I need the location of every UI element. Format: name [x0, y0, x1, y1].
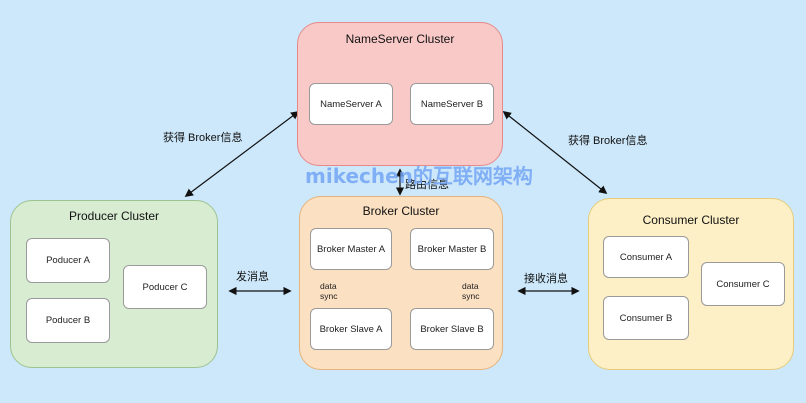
- watermark: mikechen的互联网架构: [305, 164, 533, 188]
- edge-label-get-broker-right: 获得 Broker信息: [568, 135, 648, 147]
- broker-cluster-title: Broker Cluster: [362, 204, 440, 218]
- edge-label-recv-msg: 接收消息: [524, 273, 568, 285]
- nameserver-cluster-title: NameServer Cluster: [345, 32, 455, 46]
- producer-a[interactable]: Poducer A: [26, 238, 110, 283]
- producer-b[interactable]: Poducer B: [26, 298, 110, 343]
- nameserver-cluster: NameServer Cluster NameServer A NameServ…: [297, 22, 503, 166]
- sync-label-b-line1: data: [462, 281, 479, 291]
- consumer-cluster-title: Consumer Cluster: [642, 213, 740, 227]
- consumer-cluster: Consumer Cluster Consumer A Consumer B C…: [588, 198, 794, 370]
- nameserver-a[interactable]: NameServer A: [309, 83, 393, 125]
- broker-slave-b[interactable]: Broker Slave B: [410, 308, 494, 350]
- sync-label-b-line2: sync: [462, 291, 480, 301]
- sync-label-a-line1: data: [320, 281, 337, 291]
- arrow-nameserver-producer: [184, 110, 300, 198]
- broker-master-a[interactable]: Broker Master A: [310, 228, 392, 270]
- broker-cluster: Broker Cluster Broker Master A Broker Ma…: [299, 196, 503, 370]
- arrow-nameserver-consumer: [502, 110, 608, 195]
- producer-cluster-title: Producer Cluster: [68, 209, 160, 223]
- broker-master-b[interactable]: Broker Master B: [410, 228, 494, 270]
- consumer-c[interactable]: Consumer C: [701, 262, 785, 306]
- broker-slave-a[interactable]: Broker Slave A: [310, 308, 392, 350]
- edge-label-send-msg: 发消息: [236, 271, 269, 283]
- edge-label-get-broker-left: 获得 Broker信息: [163, 132, 243, 144]
- producer-c[interactable]: Poducer C: [123, 265, 207, 309]
- consumer-a[interactable]: Consumer A: [603, 236, 689, 278]
- sync-label-b: data sync: [462, 281, 479, 301]
- nameserver-b[interactable]: NameServer B: [410, 83, 494, 125]
- sync-label-a: data sync: [320, 281, 337, 301]
- edge-label-route-info: 路由信息: [405, 179, 449, 191]
- sync-label-a-line2: sync: [320, 291, 338, 301]
- producer-cluster: Producer Cluster Poducer A Poducer B Pod…: [10, 200, 218, 368]
- consumer-b[interactable]: Consumer B: [603, 296, 689, 340]
